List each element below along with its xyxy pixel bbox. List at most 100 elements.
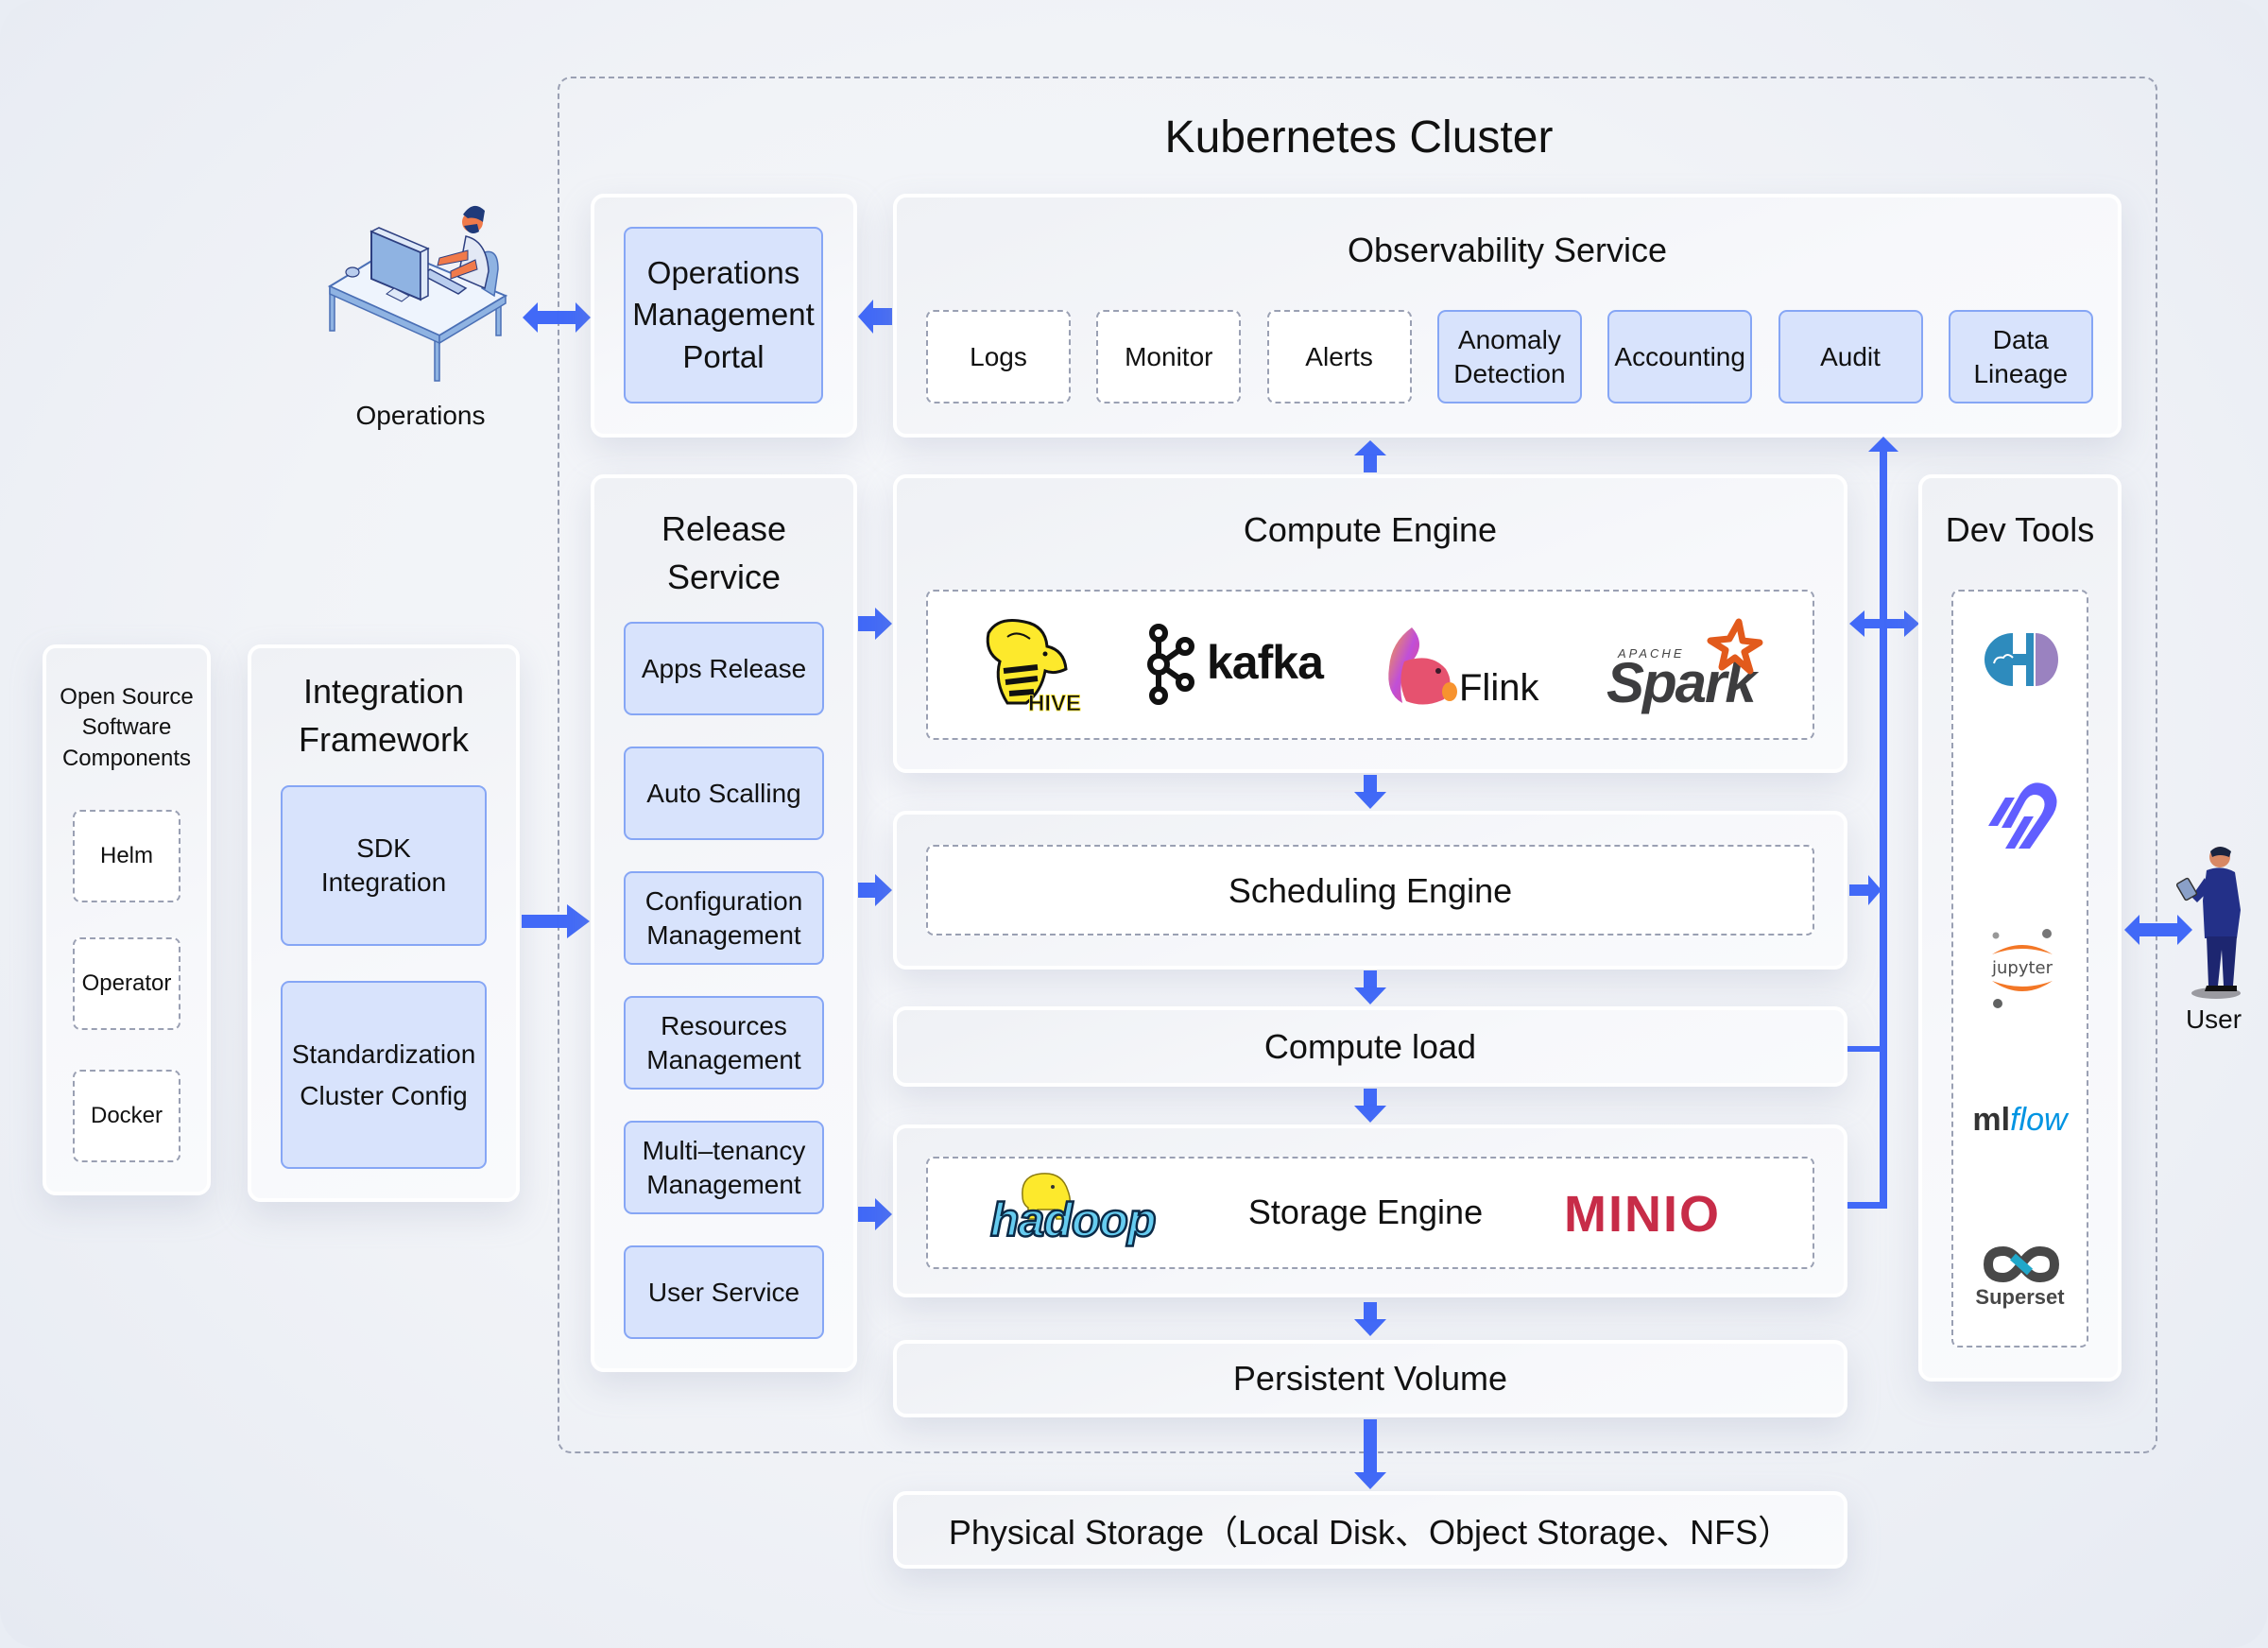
dev-tools-title: Dev Tools [1945, 510, 2095, 549]
release-item-line: Configuration [644, 885, 803, 916]
integration-title-line: Framework [298, 720, 470, 760]
release-item[interactable]: Apps Release [624, 622, 824, 715]
observability-item-text: Accounting [1614, 340, 1745, 374]
mlflow-logo-text-ml: ml [1972, 1102, 2011, 1138]
observability-item-line: Alerts [1305, 341, 1373, 371]
hadoop-logo-text[interactable]: hadoop [989, 1193, 1158, 1248]
release-item-line: Management [646, 1044, 801, 1074]
airbyte-logo-icon[interactable] [1983, 773, 2062, 852]
observability-item[interactable]: Logs [926, 310, 1071, 403]
user-with-tablet-icon [2175, 847, 2241, 999]
observability-item-line: Lineage [1973, 358, 2069, 388]
oss-title-line: Software [81, 714, 172, 741]
storage-to-persistent-volume-arrow [1354, 1302, 1386, 1336]
release-item-line: Apps Release [641, 653, 807, 683]
release-item-text: Auto Scalling [646, 777, 800, 811]
compute-to-observability-arrow [1354, 440, 1386, 472]
observability-item-line: Monitor [1125, 341, 1213, 371]
release-item-line: User Service [647, 1277, 800, 1307]
integration-to-release-arrow [522, 904, 590, 938]
hive-logo-icon[interactable]: HIVE [979, 616, 1083, 716]
integration-title-line: Integration [302, 672, 465, 711]
scheduling-to-compute-load-arrow [1354, 970, 1386, 1004]
spark-star-icon [1707, 618, 1763, 675]
release-item[interactable]: Auto Scalling [624, 747, 824, 840]
oss-item-label: Helm [99, 843, 153, 868]
jupyter-logo-icon[interactable]: jupyter [1984, 926, 2060, 1011]
open-source-components-title: Open Source Software Components [46, 682, 207, 774]
observability-item-line: Logs [970, 341, 1027, 371]
standardization-line: Standardization [291, 1039, 476, 1070]
observability-item-text: Alerts [1305, 340, 1373, 374]
observability-item-line: Audit [1820, 341, 1881, 371]
kafka-logo-icon[interactable] [1145, 624, 1196, 705]
oss-item-docker[interactable]: Docker [73, 1070, 180, 1162]
standardization-cluster-config-box[interactable]: Standardization Cluster Config [281, 981, 487, 1169]
physical-storage-title: Physical Storage（Local Disk、Object Stora… [948, 1513, 1793, 1552]
release-title-line: Service [666, 558, 782, 597]
observability-service-title: Observability Service [1347, 231, 1668, 269]
superset-logo-icon[interactable] [1983, 1245, 2060, 1285]
hive-logo-text: HIVE [1028, 691, 1081, 716]
scheduling-engine-title: Scheduling Engine [1228, 870, 1513, 910]
compute-engine-logos-box [926, 590, 1814, 740]
superset-logo-text: Superset [1975, 1285, 2065, 1309]
sdk-integration-box[interactable]: SDK Integration [281, 785, 487, 946]
release-item-line: Resources [661, 1010, 787, 1040]
compute-load-to-storage-arrow [1354, 1089, 1386, 1123]
oss-item-helm[interactable]: Helm [73, 810, 180, 902]
persistent-volume-panel[interactable]: Persistent Volume [893, 1340, 1847, 1417]
oss-item-label: Operator [81, 970, 172, 996]
integration-framework-title: Integration Framework [248, 667, 520, 764]
flink-logo-icon[interactable] [1383, 624, 1465, 707]
ops-portal-line: Operations [646, 255, 800, 291]
observability-item[interactable]: Audit [1778, 310, 1923, 403]
observability-item[interactable]: Monitor [1096, 310, 1242, 403]
jupyter-logo-text: jupyter [1991, 958, 2053, 978]
persistent-to-physical-storage-arrow [1354, 1419, 1386, 1489]
operations-management-portal-box[interactable]: Operations Management Portal [624, 227, 823, 403]
persistent-volume-title: Persistent Volume [1232, 1359, 1508, 1398]
operations-label: Operations [355, 401, 486, 430]
observability-item[interactable]: Accounting [1607, 310, 1753, 403]
user-label: User [2185, 1004, 2242, 1034]
ops-portal-line: Portal [682, 338, 765, 374]
ops-portal-line: Management [632, 297, 815, 333]
compute-load-title: Compute load [1263, 1026, 1477, 1066]
hue-logo-icon[interactable] [1984, 631, 2058, 688]
physical-storage-panel[interactable]: Physical Storage（Local Disk、Object Stora… [893, 1491, 1847, 1569]
scheduling-engine-box[interactable]: Scheduling Engine [926, 845, 1814, 936]
release-item-text: Apps Release [642, 652, 806, 686]
release-item[interactable]: User Service [624, 1245, 824, 1339]
release-item-line: Management [646, 919, 801, 950]
observability-item-text: Logs [970, 340, 1027, 374]
storage-engine-box [926, 1157, 1814, 1269]
oss-item-label: Docker [90, 1103, 163, 1128]
dev-tools-logos-box [1951, 590, 2088, 1348]
compute-load-panel[interactable]: Compute load [893, 1006, 1847, 1087]
release-item-line: Auto Scalling [646, 778, 801, 808]
spark-logo-superscript: APACHE [1618, 646, 1685, 661]
release-to-storage-arrow [858, 1198, 892, 1230]
ops-bidirectional-arrow [523, 302, 591, 333]
observability-item-line: Data [1992, 324, 2049, 354]
mlflow-logo-icon[interactable]: mlflow [1961, 1102, 2079, 1139]
observability-item[interactable]: Alerts [1266, 310, 1412, 403]
release-service-title: Release Service [591, 505, 857, 601]
hadoop-elephant-icon [1022, 1173, 1071, 1220]
storage-engine-title: Storage Engine [1247, 1193, 1484, 1231]
sdk-integration-line: SDK [356, 833, 411, 864]
minio-logo-text[interactable]: MINIO [1564, 1186, 1721, 1243]
oss-item-operator[interactable]: Operator [73, 937, 180, 1030]
compute-engine-title: Compute Engine [1243, 510, 1498, 549]
